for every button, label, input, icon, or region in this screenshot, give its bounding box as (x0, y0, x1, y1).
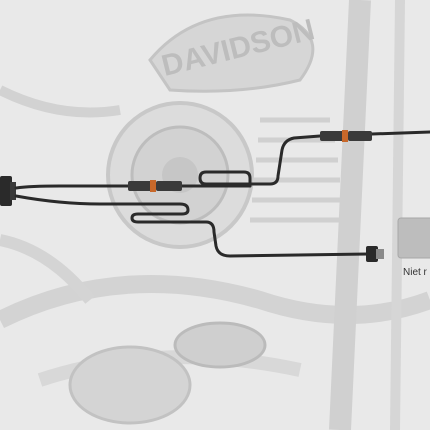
wiring-harness (14, 130, 430, 258)
usb-plug (366, 246, 384, 262)
left-connector (0, 176, 16, 206)
inline-connector-top (320, 130, 372, 142)
inline-connector-middle (128, 180, 182, 192)
device-box (397, 217, 430, 259)
device-caption: Niet r (403, 267, 427, 278)
